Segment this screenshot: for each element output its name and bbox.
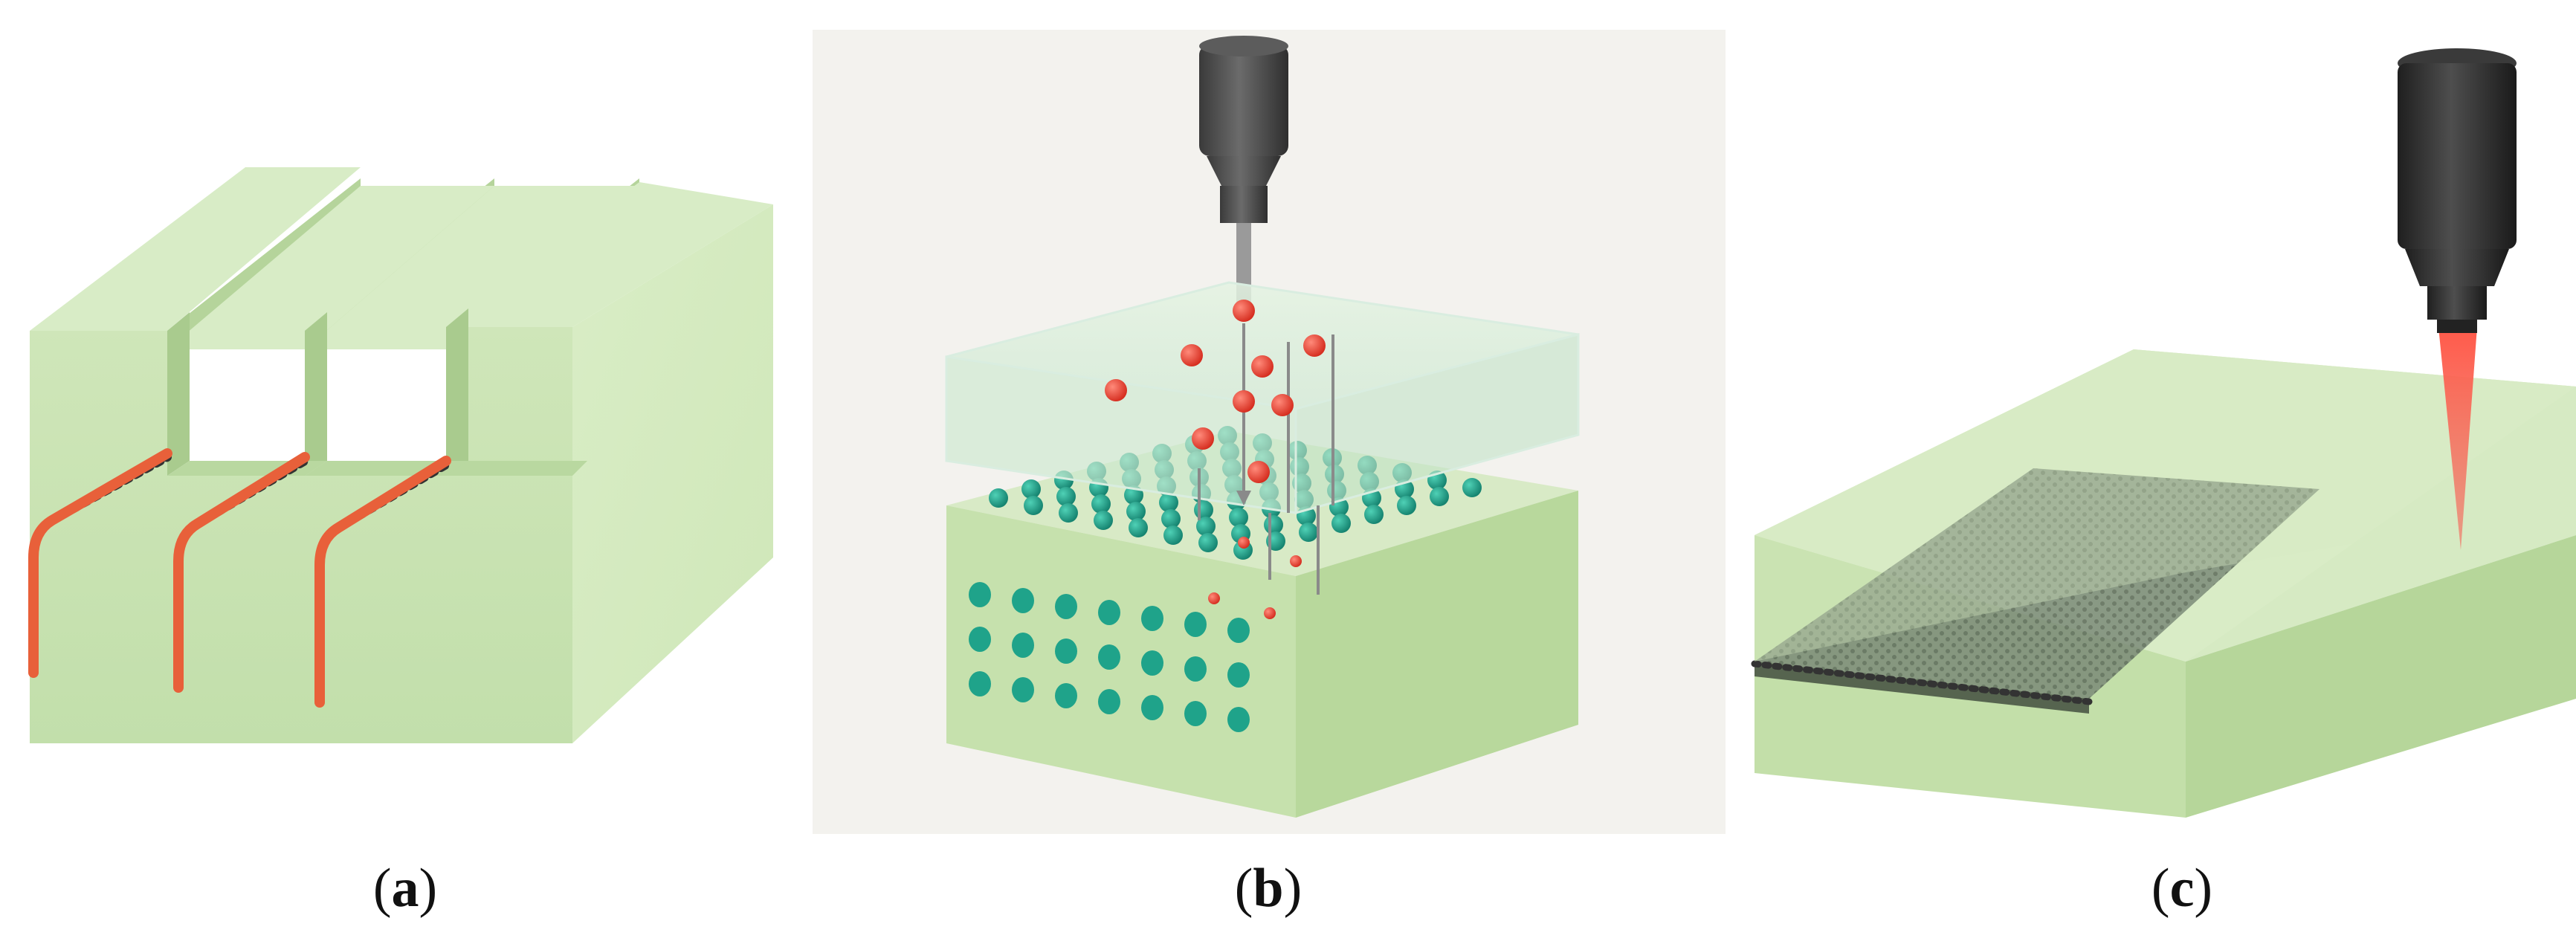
teal-particle	[1264, 515, 1283, 534]
ridge-top	[30, 167, 361, 331]
caption-c: (c)	[2151, 858, 2213, 919]
teal-particle	[1159, 493, 1178, 512]
front-particle	[1227, 707, 1250, 732]
front-particle	[1098, 600, 1120, 625]
front-particle	[1012, 588, 1034, 613]
fiber-3	[314, 456, 451, 708]
teal-particle	[1059, 503, 1078, 523]
falling-red-particles	[1105, 300, 1326, 619]
teal-particle	[1091, 494, 1111, 514]
front-particle	[1012, 677, 1034, 702]
front-particle	[1055, 639, 1077, 664]
upper-layer	[1755, 349, 2576, 662]
ridge-top	[305, 186, 639, 349]
teal-particle	[1126, 502, 1146, 521]
laser-writing-illustration	[1751, 48, 2576, 818]
front-particle	[1055, 683, 1077, 708]
panel-a-grooved-substrate	[0, 0, 810, 803]
laser-head-icon	[2398, 48, 2517, 333]
block-side-face	[572, 204, 773, 743]
front-face-particles	[969, 582, 1250, 732]
teal-particle	[1194, 500, 1213, 520]
teal-particle	[1094, 511, 1113, 530]
teal-particle	[1161, 509, 1181, 528]
front-particle	[1098, 689, 1120, 714]
groove-floor	[446, 461, 587, 476]
front-particle	[1184, 612, 1207, 637]
front-particle	[1098, 644, 1120, 670]
front-particle	[969, 671, 991, 696]
teal-particle	[1024, 496, 1043, 515]
ridge-top	[446, 182, 773, 327]
transparent-plate	[945, 281, 1580, 514]
front-particle	[969, 627, 991, 652]
laser-beam	[2438, 327, 2477, 550]
teal-particle	[1056, 487, 1076, 506]
block-front-face	[30, 327, 572, 743]
grooved-substrate-illustration	[28, 167, 773, 743]
teal-particle	[1462, 478, 1482, 497]
teal-particle	[1198, 533, 1218, 552]
fiber-2	[173, 452, 310, 693]
groove-back-wall	[167, 178, 361, 349]
caption-a: (a)	[372, 858, 438, 919]
teal-particle	[1397, 496, 1416, 515]
panel-c-laser-writing	[1725, 0, 2576, 855]
front-particle	[1184, 701, 1207, 726]
teal-particle	[1430, 487, 1449, 506]
ridge-top	[167, 186, 494, 349]
teal-particle	[1129, 518, 1148, 537]
teal-particle	[1364, 505, 1384, 524]
caption-b: (b)	[1234, 858, 1302, 919]
front-particle	[1227, 662, 1250, 688]
front-particle	[969, 582, 991, 607]
teal-particle	[1299, 523, 1318, 542]
teal-particle	[1196, 517, 1216, 536]
front-particle	[1012, 633, 1034, 658]
teal-particle	[1229, 508, 1248, 527]
groove-inner-wall	[446, 308, 468, 476]
deposition-guide-lines	[1198, 323, 1334, 595]
front-particle	[1055, 594, 1077, 619]
teal-particle	[1021, 479, 1041, 499]
panel-b-particle-deposition	[813, 30, 1726, 834]
laser-written-region	[1751, 468, 2320, 714]
nozzle-icon	[1199, 36, 1288, 312]
fiber-1	[28, 448, 172, 678]
teal-particle	[989, 488, 1008, 508]
front-particle	[1141, 606, 1163, 631]
teal-particle	[1163, 526, 1183, 545]
front-particle	[1184, 656, 1207, 682]
groove-inner-wall	[305, 312, 327, 476]
teal-particle	[1331, 514, 1351, 533]
front-particle	[1227, 618, 1250, 643]
particle-deposition-illustration	[813, 30, 1726, 834]
front-particle	[1141, 695, 1163, 720]
groove-inner-wall	[167, 312, 190, 476]
front-particle	[1141, 650, 1163, 676]
